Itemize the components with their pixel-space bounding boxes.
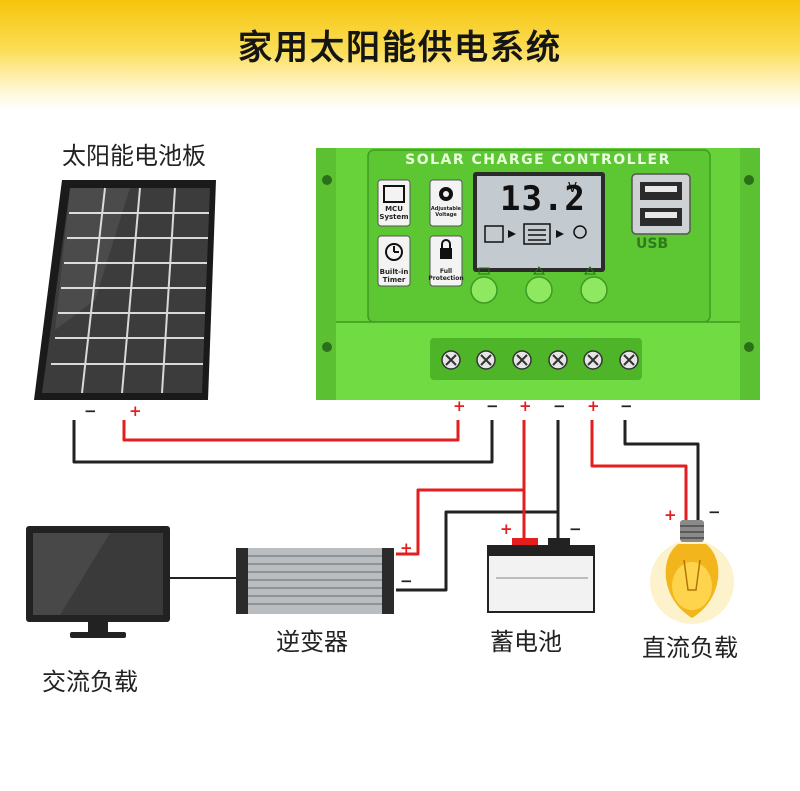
feature-mcu-line2: System (379, 213, 409, 221)
lock-icon (440, 248, 452, 259)
feature-adjustable-line1: Adjustable (430, 206, 462, 212)
lcd-bulb-icon (573, 225, 587, 239)
usb-label: USB (636, 236, 669, 252)
ctrl-bat-plus-mark: + (519, 397, 532, 415)
usb-ports (631, 173, 691, 235)
ctrl-load-minus-mark: − (620, 397, 633, 415)
ctrl-load-plus-mark: + (587, 397, 600, 415)
lcd-panel-icon (484, 225, 504, 243)
inverter-plus-mark: + (400, 539, 413, 557)
controller-title: SOLAR CHARGE CONTROLLER (405, 152, 671, 168)
chip-icon (383, 185, 405, 203)
battery-label: 蓄电池 (490, 628, 562, 656)
feature-mcu-caption: MCU System (378, 205, 410, 221)
feature-timer-line1: Built-in (379, 268, 409, 276)
lcd-battery-icon (523, 223, 551, 245)
inverter (236, 548, 394, 614)
bulb-plus-mark: + (664, 506, 677, 524)
ctrl-bat-minus-mark: − (553, 397, 566, 415)
battery (487, 538, 595, 613)
panel-plus-mark: + (129, 402, 142, 420)
lcd-voltage-value: 13.2 (500, 179, 586, 219)
monitor (26, 526, 170, 638)
header-banner: 家用太阳能供电系统 (0, 0, 800, 110)
feature-adjustable-line2: Voltage (435, 212, 457, 218)
ac-load-label: 交流负载 (42, 668, 138, 696)
battery-minus-mark: − (569, 520, 582, 538)
clock-icon (385, 243, 403, 261)
ctrl-pv-minus-mark: − (486, 397, 499, 415)
solar-panel-label: 太阳能电池板 (62, 142, 206, 170)
feature-mcu-line1: MCU (385, 205, 403, 213)
solar-panel (34, 180, 216, 400)
lcd-arrow-icon (508, 230, 516, 238)
feature-protection-line2: Protection (428, 275, 464, 282)
battery-plus-mark: + (500, 520, 513, 538)
lcd-voltage-unit: V (568, 181, 577, 196)
panel-minus-mark: − (84, 402, 97, 420)
screw-terminals (441, 350, 639, 370)
feature-protection-caption: Full Protection (428, 268, 464, 282)
wires (72, 420, 700, 592)
light-bulb (650, 520, 734, 624)
feature-adjustable-caption: Adjustable Voltage (428, 206, 464, 218)
lcd-screen (473, 172, 605, 272)
page-title: 家用太阳能供电系统 (238, 28, 562, 68)
bulb-minus-mark: − (708, 503, 721, 521)
feature-timer-caption: Built-in Timer (378, 268, 410, 284)
feature-icons (377, 179, 463, 287)
feature-timer-line2: Timer (382, 276, 406, 284)
inverter-minus-mark: − (400, 572, 413, 590)
feature-protection-line1: Full (439, 268, 453, 275)
ctrl-pv-plus-mark: + (453, 397, 466, 415)
dc-load-label: 直流负载 (642, 634, 738, 662)
controller-buttons (470, 266, 608, 304)
inverter-label: 逆变器 (276, 628, 348, 656)
